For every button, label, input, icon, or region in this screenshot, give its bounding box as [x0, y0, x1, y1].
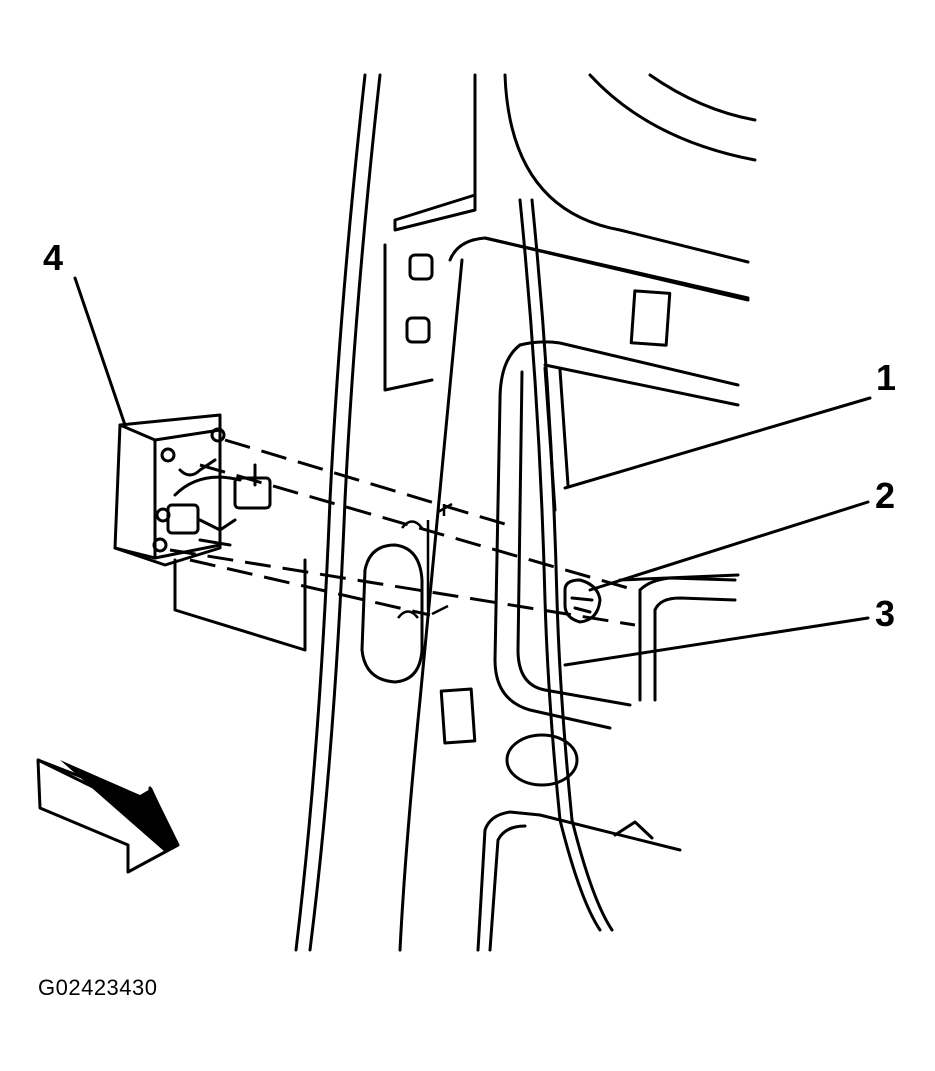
- leader-line-3: [563, 616, 870, 667]
- upper-panel-left: [383, 243, 434, 392]
- mounting-plate: [173, 558, 307, 652]
- switch-body: [113, 413, 222, 567]
- fastener-bottom-right: [431, 604, 449, 616]
- harness-channel-outer: [518, 340, 740, 387]
- switch-connector: [198, 538, 232, 547]
- leader-line-4: [73, 276, 127, 427]
- dash-line-top: [224, 438, 509, 527]
- frame-curve-inner: [648, 73, 757, 122]
- callout-2: 2: [875, 475, 896, 516]
- lower-oval: [505, 733, 579, 787]
- lower-panel-right-2: [653, 596, 737, 612]
- callout-3: 3: [875, 593, 896, 634]
- leader-line-2: [588, 500, 870, 592]
- figure-id: G02423430: [38, 975, 158, 1000]
- dash-line-bottom: [189, 558, 431, 617]
- harness-channel-inner: [543, 363, 740, 407]
- switch-lever: [173, 475, 242, 497]
- frame-curve-outer: [588, 73, 757, 162]
- retainer-clip: [563, 578, 602, 624]
- door-wire-2: [530, 198, 614, 932]
- pillar-left-edge-1: [294, 73, 367, 952]
- switch-pin-1: [210, 427, 226, 443]
- fastener-top-right: [437, 502, 453, 516]
- switch-clip-2: [166, 503, 200, 535]
- frame-curve-large: [503, 73, 750, 264]
- harness-rod-2: [558, 368, 570, 487]
- fastener-bottom-left: [397, 610, 419, 619]
- panel-ledge: [618, 573, 740, 582]
- pillar-inner-edge: [398, 258, 464, 952]
- callout-4: 4: [43, 237, 64, 278]
- slot-2: [405, 316, 431, 344]
- harness-channel-left: [493, 343, 612, 730]
- bottom-door-inner: [488, 824, 527, 952]
- leader-line-1: [563, 396, 872, 490]
- dash-line-mid: [199, 463, 636, 592]
- fastener-top-left: [401, 520, 423, 529]
- dash-line-low: [169, 548, 636, 627]
- slot-1: [408, 253, 434, 281]
- inner-panel-line: [483, 236, 750, 302]
- switch-clip-1: [233, 476, 272, 510]
- view-direction-arrow-icon: [36, 758, 180, 874]
- door-wire-1: [518, 198, 602, 932]
- pillar-left-edge-2: [308, 73, 382, 952]
- bottom-door-outer: [476, 810, 682, 952]
- slot-4: [439, 687, 477, 745]
- upper-panel: [393, 193, 477, 232]
- switch-bracket-1: [178, 458, 217, 477]
- callout-1: 1: [876, 357, 897, 398]
- harness-channel-left-inner: [516, 370, 632, 707]
- switch-left-side: [113, 423, 157, 560]
- oval-access-hole: [360, 543, 424, 684]
- retainer-clip-inner: [570, 596, 594, 614]
- bottom-tab: [613, 820, 654, 840]
- slot-3: [629, 289, 672, 347]
- switch-pin-2: [160, 447, 176, 463]
- switch-lever-2: [198, 518, 237, 532]
- switch-pin-4: [152, 537, 168, 553]
